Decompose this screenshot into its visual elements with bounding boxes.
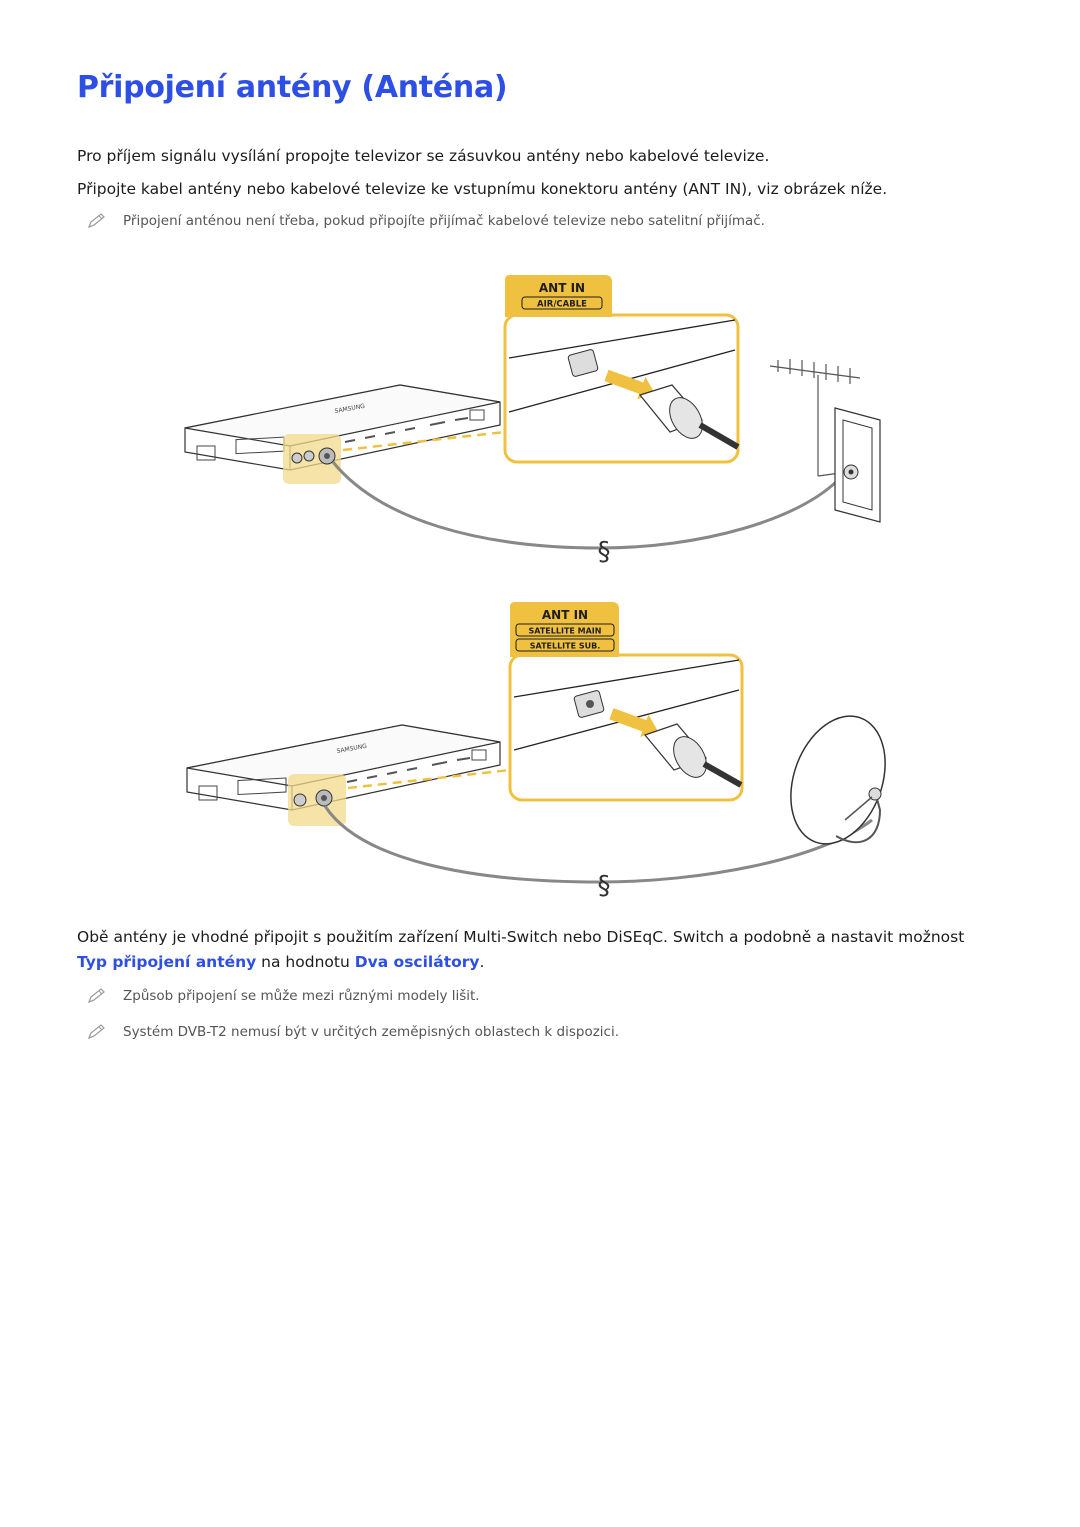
figure-1-cable-antenna: SAMSUNG ANT IN AIR/CABLE — [184, 275, 881, 567]
cable-break-symbol-1: § — [598, 537, 611, 567]
bottom-paragraph-mid: na hodnotu — [256, 953, 355, 971]
link-dual-oscillators[interactable]: Dva oscilátory — [354, 953, 480, 971]
bottom-paragraph-line2: Typ připojení antény na hodnotu Dva osci… — [77, 951, 484, 973]
one-connect-box-1: SAMSUNG — [184, 384, 501, 484]
tag-1-main: ANT IN — [539, 281, 585, 295]
page-title: Připojení antény (Anténa) — [77, 70, 508, 105]
note-bottom-1: Způsob připojení se může mezi různými mo… — [86, 987, 480, 1005]
one-connect-box-2: SAMSUNG — [186, 724, 501, 826]
tag-2-sub1: SATELLITE MAIN — [529, 627, 602, 636]
tag-1-sub: AIR/CABLE — [537, 300, 587, 310]
ant-in-tag-1: ANT IN AIR/CABLE — [505, 275, 612, 317]
antenna-connection-figures: SAMSUNG ANT IN AIR/CABLE — [184, 275, 886, 900]
instruction-paragraph: Připojte kabel antény nebo kabelové tele… — [77, 180, 888, 198]
note-top-text: Připojení anténou není třeba, pokud přip… — [123, 213, 765, 229]
tag-2-main: ANT IN — [542, 608, 588, 622]
tag-2-sub2: SATELLITE SUB. — [530, 642, 601, 651]
pencil-note-icon — [87, 1024, 105, 1040]
satellite-dish — [790, 715, 886, 845]
aerial-antenna — [769, 359, 861, 477]
note-top: Připojení anténou není třeba, pokud přip… — [86, 212, 765, 230]
link-antenna-connection-type[interactable]: Typ připojení antény — [77, 953, 257, 971]
wall-socket-plate — [834, 407, 881, 523]
note-bottom-1-text: Způsob připojení se může mezi různými mo… — [123, 988, 480, 1004]
bottom-paragraph-line1: Obě antény je vhodné připojit s použitím… — [77, 928, 965, 946]
figure-2-satellite-antenna: SAMSUNG ANT IN SATELLITE MAIN SATELLITE … — [186, 602, 886, 900]
note-bottom-2: Systém DVB-T2 nemusí být v určitých země… — [86, 1023, 619, 1041]
ant-in-tag-2: ANT IN SATELLITE MAIN SATELLITE SUB. — [510, 602, 619, 657]
intro-paragraph: Pro příjem signálu vysílání propojte tel… — [77, 147, 770, 165]
cable-break-symbol-2: § — [598, 871, 611, 900]
pencil-note-icon — [87, 213, 105, 229]
bottom-paragraph-end: . — [479, 953, 485, 971]
pencil-note-icon — [87, 988, 105, 1004]
note-bottom-2-text: Systém DVB-T2 nemusí být v určitých země… — [123, 1024, 620, 1040]
zoom-panel-2 — [508, 653, 744, 802]
zoom-panel-1 — [503, 313, 740, 464]
